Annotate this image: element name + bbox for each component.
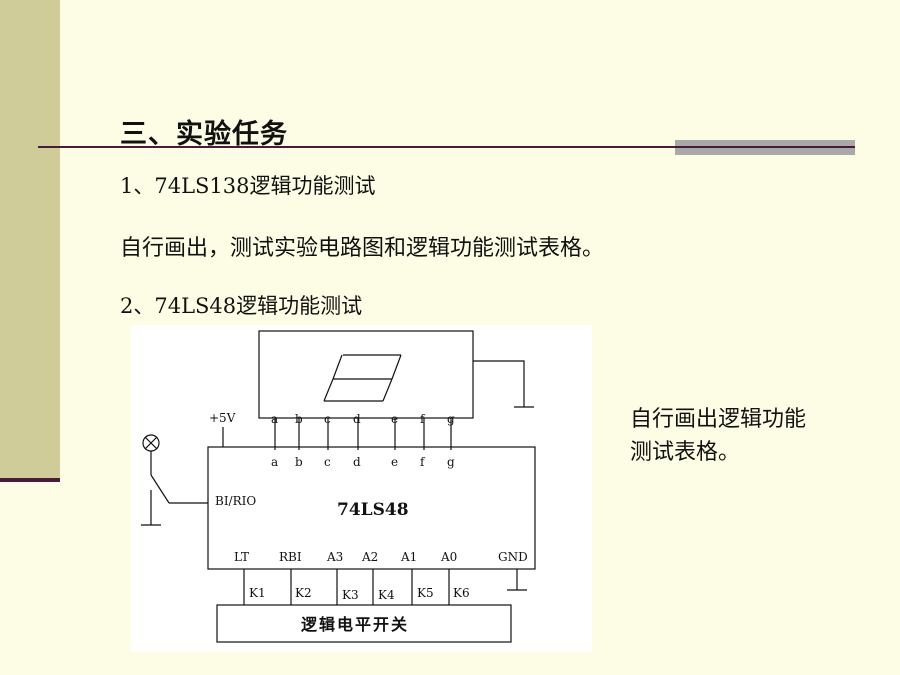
seg-top-f: f bbox=[420, 412, 426, 426]
seg-bottom-d: d bbox=[353, 455, 361, 469]
bi-rio-label: BI/RIO bbox=[215, 494, 256, 508]
switch-k4: K4 bbox=[378, 588, 395, 602]
seven-segment-display-box bbox=[258, 330, 474, 419]
seg-top-b: b bbox=[295, 412, 303, 426]
seg-bottom-b: b bbox=[295, 455, 303, 469]
switch-k6: K6 bbox=[453, 586, 470, 600]
switch-k2: K2 bbox=[295, 586, 312, 600]
title-rule bbox=[38, 146, 855, 148]
switch-box-label: 逻辑电平开关 bbox=[301, 615, 409, 634]
seg-bottom-e: e bbox=[391, 455, 398, 469]
seg-top-e: e bbox=[391, 412, 398, 426]
circuit-diagram: +5V a b c d e f g a b c d e f g BI/RIO 7… bbox=[131, 325, 592, 652]
task-1-heading: 1、74LS138逻辑功能测试 bbox=[120, 174, 376, 198]
pin-a3: A3 bbox=[326, 550, 343, 564]
pin-lt: LT bbox=[234, 550, 249, 564]
seg-bottom-c: c bbox=[324, 455, 331, 469]
pin-gnd: GND bbox=[498, 550, 528, 564]
seg-top-g: g bbox=[447, 412, 455, 426]
pin-a0: A0 bbox=[440, 550, 457, 564]
pin-a1: A1 bbox=[400, 550, 417, 564]
title-accent-bar bbox=[675, 140, 855, 155]
task-1-description: 自行画出，测试实验电路图和逻辑功能测试表格。 bbox=[120, 236, 605, 261]
left-decor-band bbox=[0, 0, 60, 482]
slide-title: 三、实验任务 bbox=[120, 119, 288, 150]
seg-top-d: d bbox=[353, 412, 361, 426]
left-decor-line bbox=[0, 478, 60, 482]
switch-k1: K1 bbox=[249, 586, 266, 600]
seg-bottom-a: a bbox=[271, 455, 278, 469]
pin-rbi: RBI bbox=[279, 550, 302, 564]
seven-segment-digit-icon bbox=[323, 354, 402, 402]
task-2-heading: 2、74LS48逻辑功能测试 bbox=[120, 294, 363, 318]
chip-74ls48-box bbox=[207, 446, 536, 570]
toggle-switch-icon bbox=[150, 474, 170, 504]
logic-switch-box bbox=[216, 604, 512, 643]
chip-label: 74LS48 bbox=[337, 500, 409, 520]
seg-top-c: c bbox=[324, 412, 331, 426]
pin-a2: A2 bbox=[361, 550, 378, 564]
seg-bottom-f: f bbox=[420, 455, 426, 469]
display-ground-wire bbox=[473, 360, 525, 407]
seg-bottom-g: g bbox=[447, 455, 455, 469]
seg-top-a: a bbox=[271, 412, 278, 426]
supply-label: +5V bbox=[209, 411, 236, 425]
side-note: 自行画出逻辑功能测试表格。 bbox=[630, 407, 807, 465]
switch-k5: K5 bbox=[417, 586, 434, 600]
switch-k3: K3 bbox=[342, 588, 359, 602]
